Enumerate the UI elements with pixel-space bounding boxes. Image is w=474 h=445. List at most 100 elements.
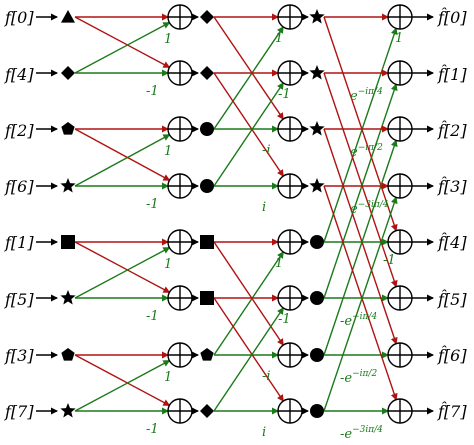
stage2-marker-3	[309, 178, 325, 193]
stage2-line-2-0	[213, 26, 284, 130]
stage2-line-0-2	[213, 16, 284, 120]
stage1-twiddle-7: -1	[146, 422, 159, 437]
stage1-line-1-0	[74, 22, 171, 74]
twiddle-exponent: −iπ/4	[358, 87, 383, 97]
input-marker-4	[61, 235, 75, 249]
adder-node-s1-5	[167, 285, 193, 311]
connection-lines	[36, 13, 434, 415]
stage2-line-5-7	[213, 297, 284, 402]
stage2-twiddle-5: -1	[278, 312, 291, 327]
stage3-twiddle-0: 1	[395, 31, 403, 46]
adder-node-s3-6	[387, 342, 413, 368]
twiddle-base: e	[350, 145, 358, 160]
twiddle-base: -e	[340, 314, 352, 329]
stage3-twiddle-7: -e−3iπ/4	[340, 425, 383, 442]
input-label-4: f[1]	[4, 233, 34, 252]
stage3-line-5-1	[323, 83, 398, 299]
stage3-line-4-0	[323, 27, 398, 243]
output-label-4: f̂[4]	[437, 233, 467, 252]
stage1-line-5-4	[74, 247, 171, 299]
twiddle-base: e	[350, 89, 358, 104]
stage1-marker-5	[200, 291, 214, 305]
stage3-twiddle-1: e−iπ/4	[350, 87, 383, 104]
stage2-marker-5	[310, 291, 324, 305]
adder-node-s2-0	[277, 4, 303, 30]
adder-node-s2-2	[277, 116, 303, 142]
output-label-0: f̂[0]	[437, 8, 467, 27]
output-label-5: f̂[5]	[437, 290, 467, 309]
stage2-line-4-6	[213, 241, 284, 346]
stage2-marker-6	[310, 348, 324, 362]
adder-node-s2-3	[277, 173, 303, 199]
stage2-marker-0	[309, 9, 325, 24]
twiddle-exponent: −3iπ/4	[358, 200, 389, 210]
input-marker-2	[61, 122, 75, 135]
twiddle-labels: 1-11-11-11-11-1-ii1-1-ii1e−iπ/4e−iπ/2e−3…	[146, 31, 403, 442]
adder-node-s2-5	[277, 285, 303, 311]
stage2-line-3-1	[213, 82, 284, 187]
stage2-twiddle-0: 1	[275, 31, 283, 46]
stage1-marker-0	[200, 10, 214, 24]
stage2-twiddle-3: i	[262, 200, 266, 215]
adder-node-s3-5	[387, 285, 413, 311]
input-label-1: f[4]	[4, 65, 34, 84]
adder-node-s1-7	[167, 398, 193, 424]
stage3-line-7-3	[323, 196, 398, 412]
stage1-line-6-7	[74, 354, 171, 406]
twiddle-base: -1	[383, 253, 396, 268]
stage3-line-1-5	[323, 72, 398, 288]
stage1-line-3-2	[74, 134, 171, 187]
stage1-twiddle-3: -1	[146, 197, 159, 212]
stage1-marker-4	[200, 235, 214, 249]
stage2-line-7-5	[213, 307, 284, 412]
input-label-5: f[5]	[4, 290, 34, 309]
adder-node-s3-4	[387, 229, 413, 255]
adder-node-s2-4	[277, 229, 303, 255]
stage2-line-1-3	[213, 72, 284, 177]
stage1-twiddle-4: 1	[164, 257, 172, 272]
input-labels: f[0] f[4] f[2] f[6] f[1] f[5] f[3] f[7]	[4, 8, 34, 421]
stage1-twiddle-6: 1	[164, 370, 172, 385]
twiddle-exponent: −iπ/2	[358, 143, 383, 153]
adder-node-s1-6	[167, 342, 193, 368]
output-labels: f̂[0] f̂[1] f̂[2] f̂[3] f̂[4] f̂[5] f̂[6…	[437, 8, 467, 421]
stage1-marker-7	[200, 404, 214, 418]
output-label-1: f̂[1]	[437, 65, 467, 84]
adder-nodes	[167, 4, 413, 424]
input-label-0: f[0]	[4, 8, 34, 27]
input-label-7: f[7]	[4, 402, 34, 421]
stage2-marker-4	[310, 235, 324, 249]
stage2-twiddle-1: -1	[278, 87, 291, 102]
adder-node-s1-1	[167, 60, 193, 86]
adder-node-s3-7	[387, 398, 413, 424]
input-marker-1	[61, 66, 75, 80]
adder-node-s3-2	[387, 116, 413, 142]
stage1-marker-6	[200, 348, 214, 361]
stage3-twiddle-4: -1	[383, 253, 396, 268]
stage1-twiddle-5: -1	[146, 309, 159, 324]
stage3-line-2-6	[323, 128, 398, 345]
stage2-marker-7	[310, 404, 324, 418]
adder-node-s2-6	[277, 342, 303, 368]
stage1-marker-3	[200, 179, 214, 193]
stage3-line-6-2	[323, 139, 398, 356]
adder-node-s3-3	[387, 173, 413, 199]
output-label-7: f̂[7]	[437, 402, 467, 421]
input-label-3: f[6]	[4, 177, 34, 196]
output-label-3: f̂[3]	[437, 177, 467, 196]
stage1-marker-1	[200, 66, 214, 80]
input-marker-3	[60, 178, 76, 193]
shape-markers	[60, 9, 325, 418]
twiddle-exponent: −3iπ/4	[352, 425, 383, 435]
stage2-twiddle-6: -i	[262, 369, 271, 384]
output-label-6: f̂[6]	[437, 346, 467, 365]
stage1-twiddle-1: -1	[146, 84, 159, 99]
twiddle-base: 1	[395, 31, 403, 46]
stage3-twiddle-6: -e−iπ/2	[340, 369, 377, 386]
stage1-marker-2	[200, 122, 214, 136]
twiddle-exponent: −iπ/2	[352, 369, 377, 379]
stage1-line-7-6	[74, 360, 171, 412]
adder-node-s1-2	[167, 116, 193, 142]
stage3-line-3-7	[323, 185, 398, 401]
